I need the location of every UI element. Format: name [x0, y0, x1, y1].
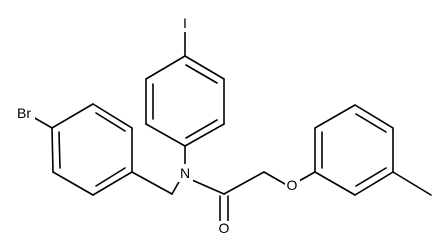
- nitrogen-label: N: [180, 165, 190, 181]
- bond-ring-to-bromine: [32, 116, 53, 129]
- bond-ring-to-benzyl-ch2: [131, 171, 173, 195]
- carbonyl-oxygen-label: O: [219, 220, 230, 236]
- bond-ch2-to-nitrogen: [171, 179, 181, 195]
- bromophenyl-ring: [51, 103, 133, 196]
- bond-ether-oxygen-to-ring: [298, 171, 316, 182]
- bond-ch2-to-ether-oxygen: [263, 171, 286, 185]
- iodophenyl-ring: [145, 55, 225, 147]
- iodine-label: I: [183, 15, 187, 31]
- bond-ring-to-methyl: [392, 171, 432, 196]
- bond-carbonyl-to-ch2: [223, 171, 265, 195]
- methylphenyl-ring: [314, 104, 394, 196]
- ether-oxygen-label: O: [287, 177, 298, 193]
- bond-nitrogen-to-carbonyl-carbon: [191, 179, 225, 195]
- bromine-label: Br: [17, 105, 31, 121]
